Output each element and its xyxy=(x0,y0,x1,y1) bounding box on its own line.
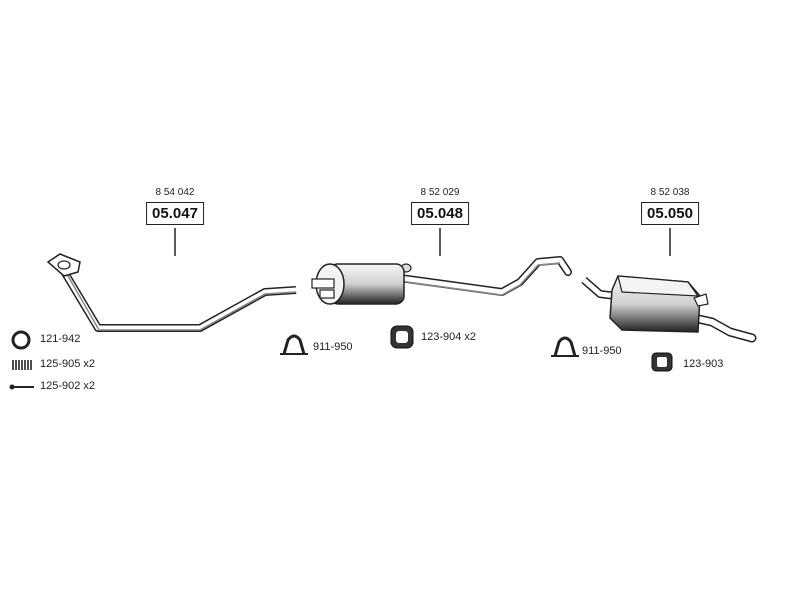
part-code-front[interactable]: 05.047 xyxy=(146,202,204,225)
accessory-label-clamp-front: 911-950 xyxy=(313,341,353,353)
part-ref-middle: 8 52 029 xyxy=(420,187,460,198)
leader-lines xyxy=(174,228,671,256)
accessory-label-gasket: 121-942 xyxy=(40,333,81,345)
clamp-icon xyxy=(280,334,308,355)
part-code-middle[interactable]: 05.048 xyxy=(411,202,469,225)
middle-silencer-drawing xyxy=(311,256,572,305)
accessory-label-hanger-middle: 123-904 x2 xyxy=(421,331,477,343)
part-ref-rear: 8 52 038 xyxy=(650,187,690,198)
clamp-icon xyxy=(551,336,579,357)
accessory-label-spring: 125-905 x2 xyxy=(40,358,96,370)
rubber-hanger-icon xyxy=(390,325,414,349)
bolt-icon xyxy=(9,384,34,390)
accessory-label-mount-rear: 123-903 xyxy=(683,358,724,370)
spring-icon xyxy=(12,360,32,370)
part-code-rear[interactable]: 05.050 xyxy=(641,202,699,225)
accessory-label-clamp-rear: 911-950 xyxy=(582,345,622,357)
gasket-ring-icon xyxy=(11,330,31,350)
accessory-label-bolt: 125-902 x2 xyxy=(40,380,96,392)
rear-silencer-drawing xyxy=(581,275,757,343)
front-pipe-drawing xyxy=(46,253,297,332)
part-ref-front: 8 54 042 xyxy=(155,187,195,198)
rubber-mount-icon xyxy=(651,352,673,372)
